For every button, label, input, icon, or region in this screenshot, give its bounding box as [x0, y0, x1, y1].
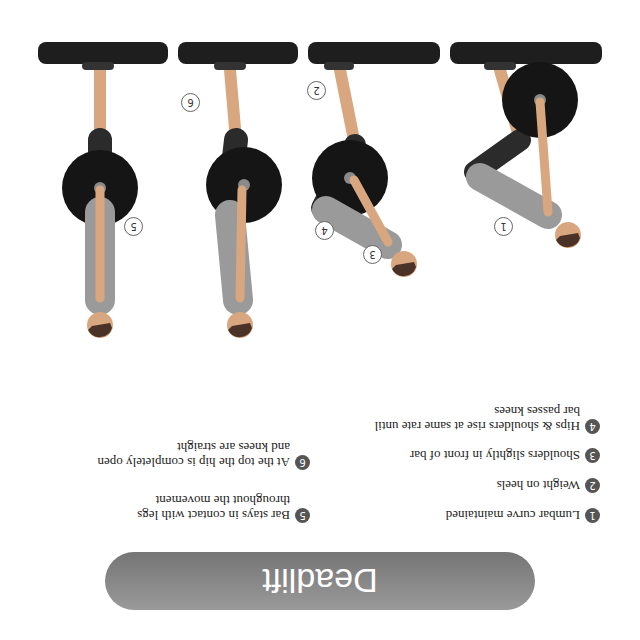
lifter-figure	[206, 66, 282, 338]
lifter-figure	[475, 62, 581, 248]
floor	[38, 42, 602, 64]
callout-number: 1	[585, 508, 600, 523]
lifter-figure	[312, 66, 417, 277]
callout-number: 3	[363, 245, 382, 264]
note-text: Lumbar curve maintained	[365, 508, 580, 523]
callout-number: 5	[295, 508, 310, 523]
callout-number: 5	[124, 217, 143, 236]
callout-number: 4	[315, 221, 334, 240]
note-text: Bar stays in contact with legs throughou…	[85, 493, 290, 523]
callout-number: 6	[295, 455, 310, 470]
lifter-figure	[62, 66, 138, 338]
callout-number: 2	[307, 81, 326, 100]
callout-number: 6	[181, 93, 200, 112]
note-text: Weight on heels	[365, 478, 580, 493]
note-text: Shoulders slightly in front of bar	[365, 448, 580, 463]
title-banner: Deadlift	[105, 552, 535, 610]
note-text: Hips & shoulders rise at same rate until…	[370, 404, 580, 434]
note-text: At the top the hip is completely open an…	[85, 440, 290, 470]
callout-number: 1	[494, 217, 513, 236]
callout-number: 3	[585, 448, 600, 463]
title: Deadlift	[262, 562, 377, 601]
callout-number: 4	[585, 419, 600, 434]
callout-number: 2	[585, 478, 600, 493]
